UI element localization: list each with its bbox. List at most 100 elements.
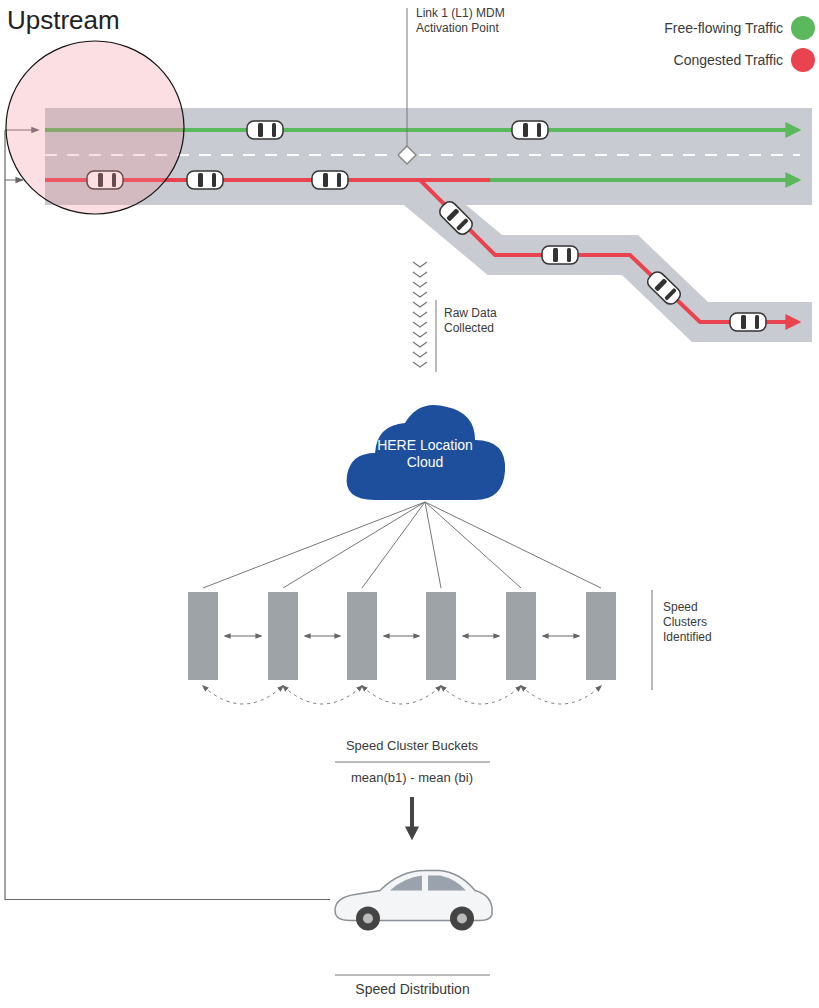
annotation-label: Raw Data Collected: [444, 306, 506, 336]
car-side-view: [335, 871, 492, 931]
bracket-line: [652, 590, 653, 690]
cloud-fan-lines: [425, 502, 601, 588]
car-icon: [312, 171, 348, 189]
legend-swatch: [791, 48, 815, 72]
car-icon: [212, 173, 216, 187]
car-icon: [437, 199, 475, 237]
cloud-fan-lines: [425, 502, 521, 588]
car-side-view: [356, 907, 380, 931]
car-icon: [542, 246, 578, 264]
car-icon: [542, 246, 578, 264]
car-icon: [755, 315, 759, 329]
car-side-view: [457, 914, 467, 924]
speed-cluster-bars: [188, 592, 218, 680]
speed-cluster-bars: [521, 686, 601, 704]
car-icon: [323, 173, 328, 187]
car-icon: [730, 313, 766, 331]
car-icon: [654, 278, 667, 292]
car-side-view: [428, 876, 466, 891]
car-icon: [272, 123, 276, 137]
cloud-fan-lines: [203, 502, 601, 588]
speed-cluster-bars: [203, 686, 283, 704]
leader-line: [407, 8, 408, 146]
data-chevrons: [413, 262, 427, 367]
data-chevrons: [413, 312, 427, 317]
car-icon: [446, 208, 459, 221]
car-icon: [456, 218, 469, 231]
data-chevrons: [413, 302, 427, 307]
speed-cluster-bars: [283, 686, 362, 704]
data-chevrons: [413, 352, 427, 357]
car-icon: [730, 313, 766, 331]
car-icon: [247, 121, 283, 139]
car-icon: [312, 171, 348, 189]
node-text: HERE Location Cloud: [375, 437, 475, 471]
speed-cluster-bars: [347, 592, 377, 680]
car-icon: [645, 269, 683, 307]
car-icon: [337, 173, 341, 187]
vehicle-node: Speed Distribution: [330, 850, 495, 940]
upstream-ellipse: [6, 41, 184, 214]
legend-item: Free-flowing Traffic: [664, 16, 815, 40]
car-icon: [645, 269, 683, 307]
car-icon: [553, 248, 558, 262]
data-chevrons: [413, 332, 427, 337]
divider-line: [335, 762, 490, 763]
car-side-view: [390, 876, 422, 891]
car-icon: [437, 199, 475, 237]
activation-diamond: [398, 146, 416, 164]
car-icon: [567, 248, 571, 262]
annotation-label: mean(b1) - mean (bi): [312, 770, 512, 786]
upstream-region: Upstream: [5, 40, 185, 215]
car-icon: [512, 121, 548, 139]
divider-line: [335, 975, 490, 976]
node-text: Upstream: [7, 5, 120, 36]
speed-cluster-bars: [225, 636, 261, 637]
data-chevrons: [413, 262, 427, 267]
congested-ramp-lane: [420, 180, 795, 322]
car-icon: [664, 288, 677, 301]
feedback-line: [4, 130, 5, 180]
car-icon: [187, 171, 223, 189]
legend-item: Congested Traffic: [674, 48, 815, 72]
speed-cluster-bars: [268, 592, 298, 680]
car-icon: [258, 123, 263, 137]
speed-cluster-bars: [463, 636, 499, 637]
cloud-fan-lines: [425, 502, 441, 588]
free-flow-lane: [490, 178, 795, 182]
speed-cluster-bars: [426, 592, 456, 680]
data-chevrons: [413, 272, 427, 277]
annotation-label: Link 1 (L1) MDM Activation Point: [416, 6, 516, 36]
bracket-line: [436, 300, 437, 372]
speed-cluster-bars: [543, 636, 579, 637]
speed-cluster-bars: [384, 636, 419, 637]
speed-cluster-bars: [506, 592, 536, 680]
road: [5, 8, 812, 331]
car-side-view: [363, 914, 373, 924]
exit-ramp: [405, 180, 812, 322]
location-cloud: HERE Location Cloud: [335, 395, 515, 510]
car-icon: [187, 171, 223, 189]
data-chevrons: [413, 342, 427, 347]
data-chevrons: [413, 292, 427, 297]
cloud-shape: [347, 405, 506, 500]
car-side-view: [450, 907, 474, 931]
car-icon: [512, 121, 548, 139]
annotation-label: Speed Cluster Buckets: [312, 738, 512, 754]
legend-swatch: [791, 16, 815, 40]
car-icon: [537, 123, 541, 137]
car-icon: [198, 173, 203, 187]
speed-cluster-bars: [362, 686, 441, 704]
car-icon: [741, 315, 746, 329]
cloud-fan-lines: [203, 502, 425, 588]
legend-text: Congested Traffic: [674, 52, 783, 68]
down-arrow: [410, 797, 414, 832]
node-text: Speed Distribution: [330, 981, 495, 997]
speed-cluster-bars: [305, 636, 340, 637]
feedback-connector: [5, 180, 330, 900]
cars: [87, 121, 766, 331]
data-chevrons: [413, 362, 427, 367]
legend-text: Free-flowing Traffic: [664, 20, 783, 36]
cloud-fan-lines: [283, 502, 425, 588]
